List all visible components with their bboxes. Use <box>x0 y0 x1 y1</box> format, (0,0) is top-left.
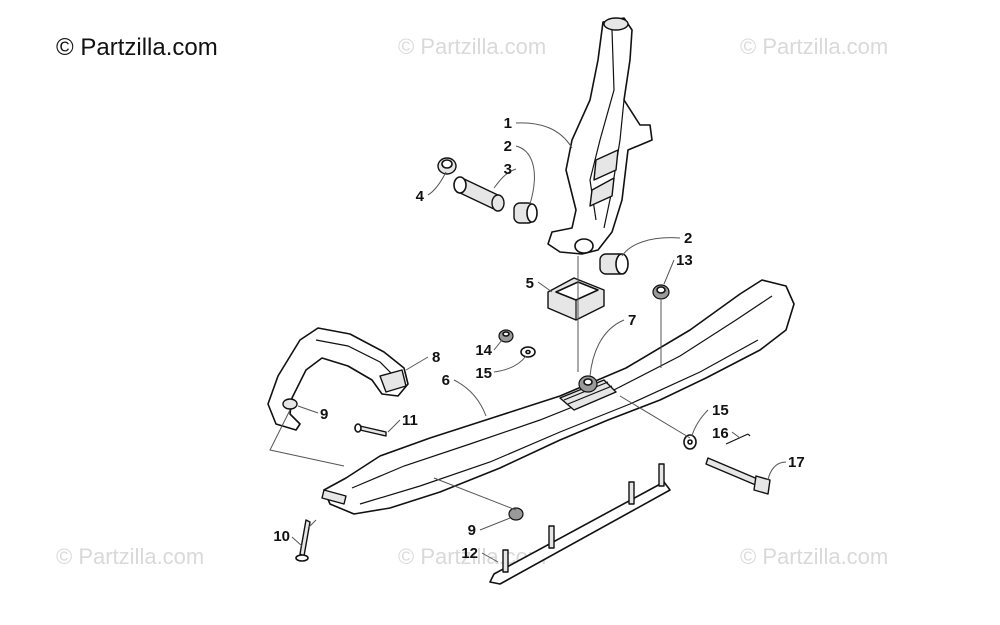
wear-bar-part[interactable] <box>489 463 671 585</box>
callout-2: 2 <box>684 230 692 247</box>
screw-part[interactable] <box>282 398 298 410</box>
partzilla-watermark: © Partzilla.com <box>56 34 218 61</box>
callout-12: 12 <box>461 545 478 562</box>
callout-14: 14 <box>475 342 492 359</box>
cotter-pin-part[interactable] <box>725 433 751 445</box>
nut-part[interactable] <box>498 329 514 343</box>
callout-1: 1 <box>504 115 512 132</box>
faint-watermark: © Partzilla.com <box>740 34 889 59</box>
callout-17: 17 <box>788 454 805 471</box>
washer-part[interactable] <box>683 434 697 450</box>
callout-4: 4 <box>416 188 425 205</box>
callout-labels: 1 2 3 4 2 5 13 7 14 15 8 6 9 11 15 16 17… <box>273 115 804 562</box>
washer-part[interactable] <box>520 346 536 358</box>
spindle-part[interactable] <box>547 17 653 255</box>
bushing-part[interactable] <box>599 253 629 275</box>
faint-watermark: © Partzilla.com <box>56 544 205 569</box>
callout-7: 7 <box>628 312 636 329</box>
callout-8: 8 <box>432 349 440 366</box>
callout-2: 2 <box>504 138 512 155</box>
callout-13: 13 <box>676 252 693 269</box>
bumper-part[interactable] <box>547 277 605 321</box>
cap-part[interactable] <box>437 157 457 175</box>
ski-part[interactable] <box>321 279 795 515</box>
bolt-part[interactable] <box>354 423 387 437</box>
faint-watermark: © Partzilla.com <box>740 544 889 569</box>
callout-11: 11 <box>402 412 418 429</box>
callout-15: 15 <box>712 402 729 419</box>
bushing-part[interactable] <box>513 202 538 224</box>
leader-lines <box>291 122 787 563</box>
sleeve-part[interactable] <box>453 176 505 212</box>
callout-5: 5 <box>526 275 534 292</box>
lock-nut-part[interactable] <box>652 284 670 300</box>
screw-part[interactable] <box>295 519 311 562</box>
ski-bushing-part[interactable] <box>578 375 598 393</box>
callout-16: 16 <box>712 425 729 442</box>
callout-9: 9 <box>320 406 328 423</box>
screw-part[interactable] <box>508 507 524 521</box>
assembly-lines <box>269 256 691 529</box>
callout-15: 15 <box>475 365 492 382</box>
bolt-part[interactable] <box>705 457 771 495</box>
callout-9: 9 <box>468 522 476 539</box>
callout-10: 10 <box>273 528 290 545</box>
callout-3: 3 <box>504 161 512 178</box>
callout-6: 6 <box>442 372 450 389</box>
faint-watermark: © Partzilla.com <box>398 34 547 59</box>
ski-handle-part[interactable] <box>267 327 409 431</box>
